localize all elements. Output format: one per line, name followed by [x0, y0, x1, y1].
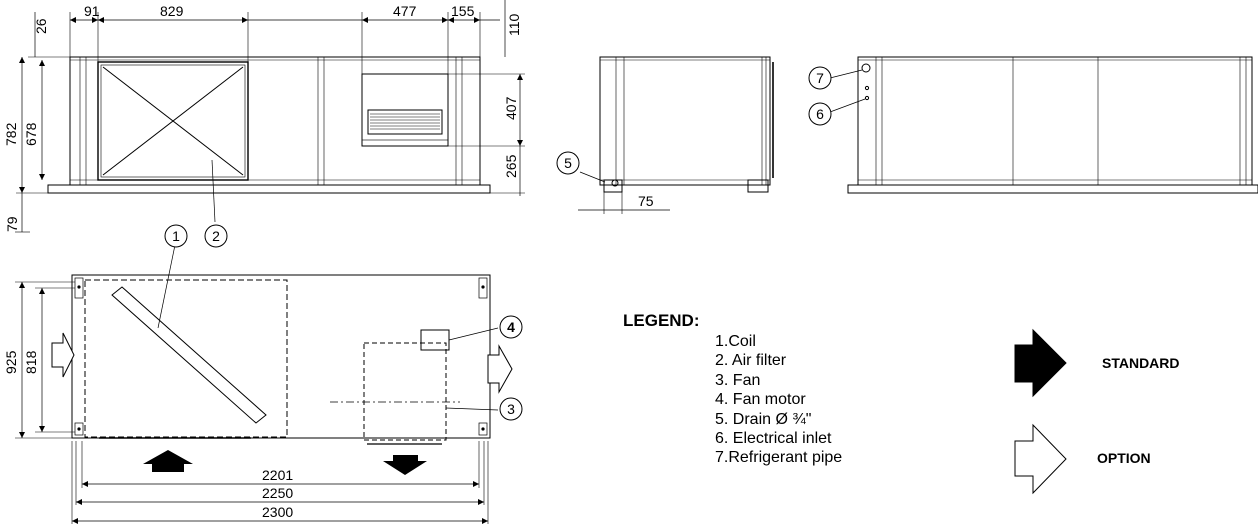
dim-top-right: 110 — [506, 13, 522, 36]
legend-item-air-filter: 2. Air filter — [715, 352, 787, 370]
legend-item-coil: 1.Coil — [715, 333, 756, 350]
option-outlet-arrow-icon — [487, 344, 513, 394]
legend-item-refrigerant-pipe: 7.Refrigerant pipe — [715, 449, 843, 467]
dim-left-offset: 91 — [84, 3, 100, 19]
intake-arrow-icon — [143, 450, 193, 472]
legend-item-fan-motor: 4. Fan motor — [715, 391, 806, 409]
legend-list: 1.Coil 2. Air filter 3. Fan 4. Fan motor… — [715, 332, 842, 468]
callout-4: 4 — [507, 319, 515, 335]
dim-plan-inner-depth: 818 — [23, 350, 39, 374]
standard-label: STANDARD — [1102, 355, 1180, 371]
front-elevation — [15, 0, 525, 233]
dim-right-offset: 155 — [451, 3, 475, 19]
callout-3: 3 — [507, 401, 515, 417]
callout-7: 7 — [816, 70, 824, 86]
dim-top-margin: 26 — [33, 18, 49, 34]
dim-drain-offset: 75 — [638, 193, 654, 209]
dim-fan-opening-width: 477 — [393, 3, 417, 19]
callout-6: 6 — [816, 106, 824, 122]
dim-fan-bottom: 265 — [503, 154, 519, 178]
callout-2: 2 — [212, 228, 220, 244]
dim-base-height: 79 — [4, 216, 20, 232]
dim-filter-height: 678 — [23, 122, 39, 146]
dim-filter-width: 829 — [160, 3, 184, 19]
legend-item-electrical-inlet: 6. Electrical inlet — [715, 430, 832, 448]
dim-length-total: 2300 — [262, 504, 293, 520]
rear-elevation — [829, 56, 1258, 194]
standard-arrow-icon — [1014, 328, 1067, 398]
callout-5: 5 — [564, 155, 572, 171]
dim-total-height: 782 — [3, 122, 19, 146]
option-label: OPTION — [1097, 450, 1151, 466]
option-arrow-icon — [1014, 423, 1067, 495]
option-inlet-arrow-icon — [51, 332, 75, 378]
dim-length-mid: 2250 — [262, 485, 293, 501]
side-elevation — [578, 56, 774, 214]
callout-1: 1 — [172, 228, 180, 244]
dim-plan-depth: 925 — [3, 350, 19, 374]
legend-item-fan: 3. Fan — [715, 371, 761, 389]
dim-length-inner: 2201 — [262, 467, 293, 483]
legend-title: LEGEND: — [623, 311, 700, 330]
legend-item-drain: 5. Drain Ø ¾" — [715, 410, 812, 428]
dim-fan-opening-height: 407 — [503, 96, 519, 120]
supply-arrow-icon — [383, 455, 427, 475]
